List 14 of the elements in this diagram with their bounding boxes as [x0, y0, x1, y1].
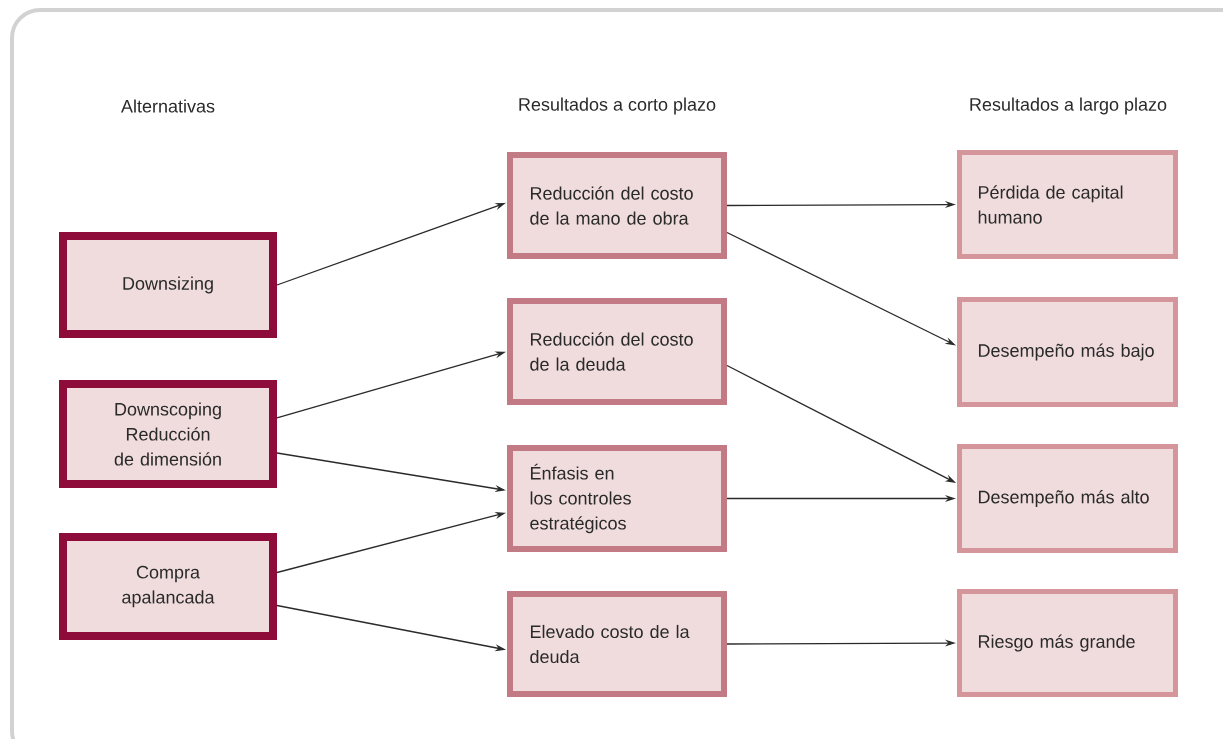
process-box: Riesgo más grande [957, 589, 1178, 697]
process-box: Reducción del costo de la mano de obra [507, 152, 727, 259]
process-box: Elevado costo de la deuda [507, 591, 727, 697]
process-box: Énfasis en los controles estratégicos [507, 445, 727, 552]
process-box: Downscoping Reducción de dimensión [59, 380, 277, 488]
process-box: Downsizing [59, 232, 277, 338]
process-box: Desempeño más bajo [957, 297, 1178, 407]
process-box: Pérdida de capital humano [957, 150, 1178, 259]
process-box: Desempeño más alto [957, 444, 1178, 553]
process-box: Reducción del costo de la deuda [507, 298, 727, 405]
column-heading: Resultados a corto plazo [519, 97, 716, 115]
column-heading: Alternativas [121, 99, 215, 113]
column-heading: Resultados a largo plazo [970, 97, 1167, 115]
process-box: Compra apalancada [59, 533, 277, 640]
